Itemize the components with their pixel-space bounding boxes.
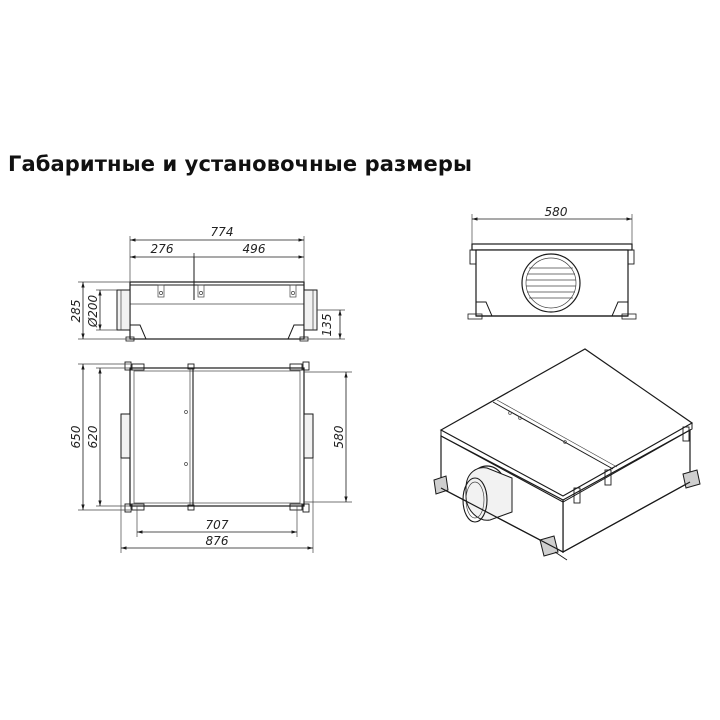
side-view-lid (471, 243, 633, 251)
page-title: Габаритные и установочные размеры (8, 152, 473, 176)
iso-foot-left (433, 475, 449, 495)
dim-front-right-part: 496 (243, 242, 266, 256)
dim-plan-duct-spacing: 580 (332, 425, 346, 448)
iso-foot-front (539, 535, 559, 557)
plan-view: 650 620 580 707 876 (69, 361, 352, 553)
plan-view-body (129, 367, 305, 507)
dim-plan-width-outer: 876 (206, 534, 229, 548)
dim-plan-width-inner: 707 (206, 518, 229, 532)
iso-duct-tube (465, 467, 513, 521)
isometric-view (433, 348, 701, 561)
plan-left-duct (120, 413, 131, 459)
dim-side-width: 580 (545, 205, 568, 219)
front-right-duct (303, 289, 318, 331)
dim-front-duct-diameter: Ø200 (86, 294, 100, 328)
dim-front-total-width: 774 (211, 225, 234, 239)
dim-plan-height-inner: 620 (86, 425, 100, 448)
front-view: 774 276 496 285 Ø200 135 (69, 225, 345, 342)
side-view: 580 (467, 205, 637, 320)
front-view-body (129, 281, 305, 340)
side-view-body (475, 249, 629, 317)
plan-right-duct (303, 413, 314, 459)
dim-plan-height-outer: 650 (69, 425, 83, 448)
side-duct-circle (521, 253, 581, 313)
dim-front-height: 285 (69, 300, 83, 323)
dim-front-left-part: 276 (151, 242, 174, 256)
front-left-duct (116, 289, 131, 331)
dim-front-duct-height: 135 (320, 314, 334, 337)
